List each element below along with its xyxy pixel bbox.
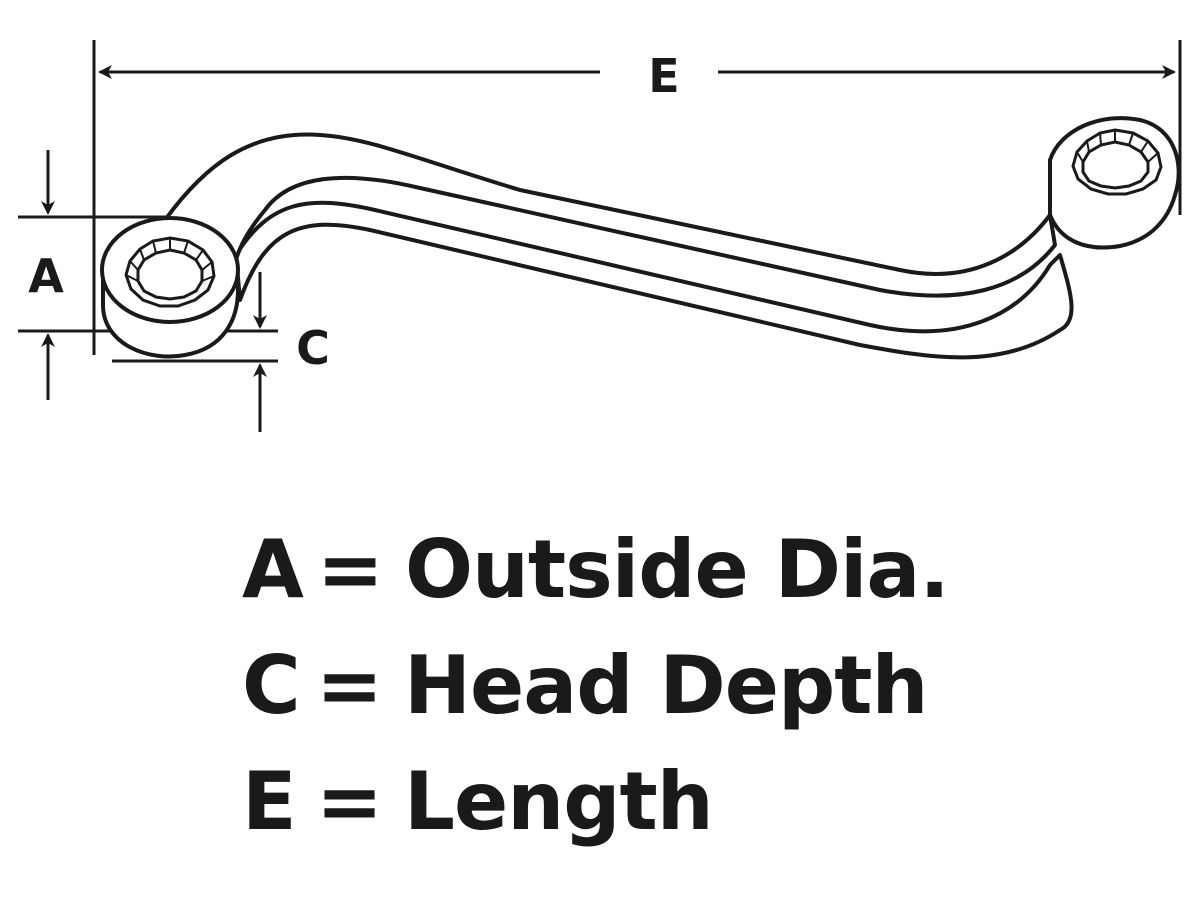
legend-description: Length: [404, 755, 714, 848]
legend-row-c: C=Head Depth: [242, 628, 949, 744]
dimension-legend: A=Outside Dia. C=Head Depth E=Length: [242, 512, 950, 860]
label-a: A: [28, 249, 64, 303]
label-c: C: [296, 321, 330, 375]
legend-key: A: [242, 523, 304, 616]
legend-equals: =: [316, 639, 383, 732]
s-wrench-illustration: [100, 116, 1181, 360]
legend-key: E: [242, 755, 297, 848]
legend-row-e: E=Length: [242, 744, 949, 860]
right-socket-icon: [1071, 128, 1163, 196]
legend-description: Outside Dia.: [404, 523, 950, 616]
legend-equals: =: [316, 523, 384, 616]
legend-description: Head Depth: [404, 639, 928, 732]
handle-underside: [234, 200, 1074, 360]
length-dimension: [92, 40, 1182, 355]
label-e: E: [648, 49, 679, 103]
legend-row-a: A=Outside Dia.: [242, 512, 950, 628]
handle-top: [163, 132, 1057, 298]
legend-equals: =: [316, 755, 383, 848]
legend-key: C: [242, 639, 301, 732]
left-socket-icon: [124, 236, 216, 308]
